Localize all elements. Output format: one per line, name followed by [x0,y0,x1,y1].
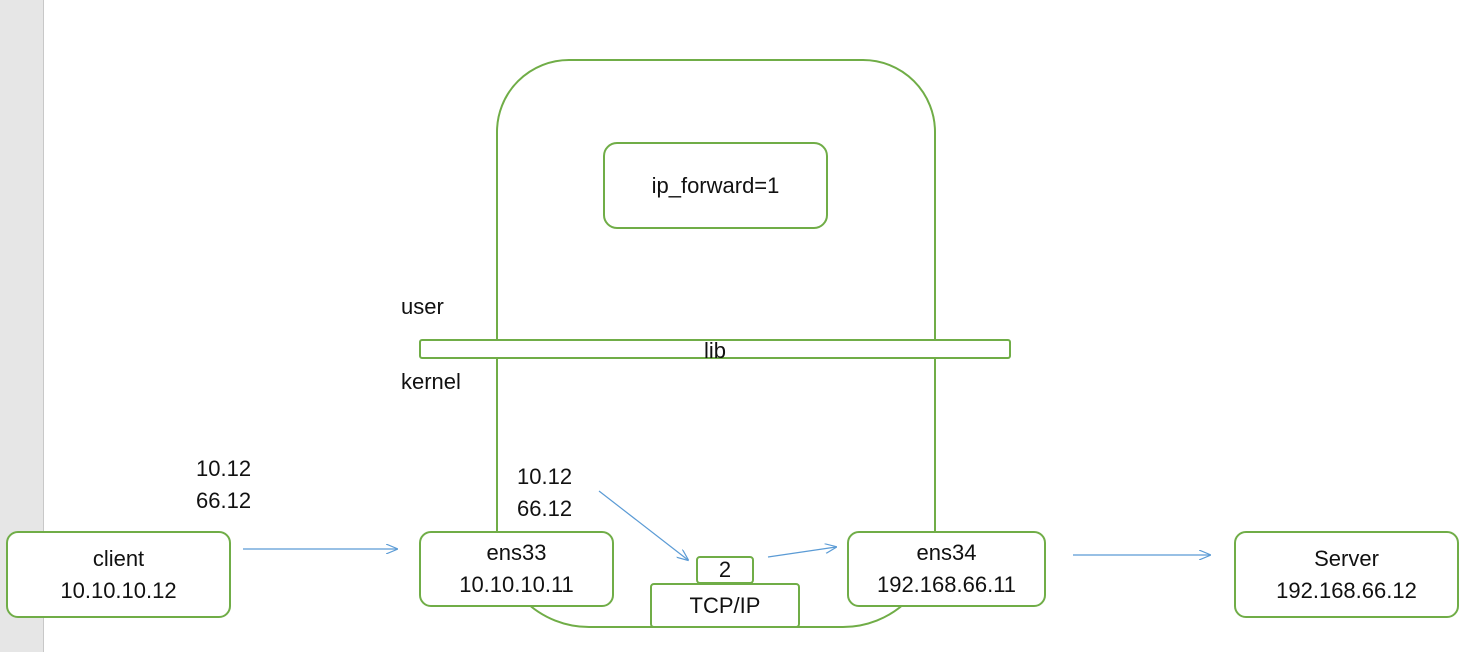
ens34-node: ens34 192.168.66.11 [847,531,1046,607]
tcp-ip-label: TCP/IP [689,592,761,618]
user-space-label: user [401,294,444,319]
kernel-space-label: kernel [401,369,461,394]
lib-bar: lib [419,338,1011,363]
tcp-ip-box: TCP/IP [650,583,800,628]
ens33-name: ens33 [486,540,547,565]
server-ip: 192.168.66.12 [1276,577,1417,603]
server-node: Server 192.168.66.12 [1234,531,1459,618]
ens33-ip: 10.10.10.11 [459,572,574,597]
server-name: Server [1314,545,1379,571]
stack-step-label: 2 [718,557,732,582]
client-name: client [92,545,145,571]
ip-forward-box: ip_forward=1 [603,142,828,229]
stack-step-box: 2 [696,556,754,584]
client-node: client 10.10.10.12 [6,531,231,618]
ens34-name: ens34 [916,540,977,565]
packet-dst-inside: 66.12 [517,496,573,521]
ip-forward-label: ip_forward=1 [651,172,780,198]
arrow-stack-to-ens34 [767,547,836,558]
arrow-ens33-to-stack [598,490,688,560]
packet-dst-outside: 66.12 [196,488,252,513]
client-ip: 10.10.10.12 [60,577,177,603]
lib-label: lib [703,338,726,363]
packet-src-inside: 10.12 [517,464,573,489]
ens34-ip: 192.168.66.11 [876,572,1017,597]
packet-src-outside: 10.12 [196,456,252,481]
ens33-node: ens33 10.10.10.11 [419,531,614,607]
